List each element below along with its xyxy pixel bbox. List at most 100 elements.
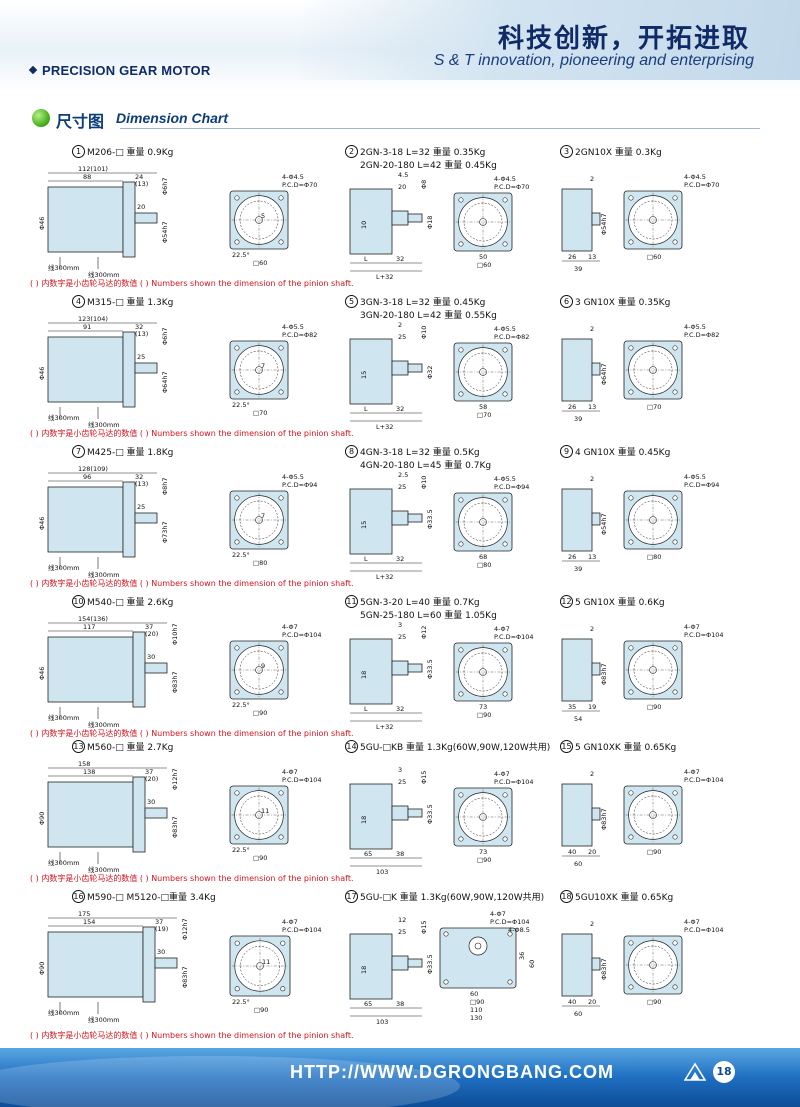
decelerator-body — [561, 933, 593, 997]
dimension-label: L — [364, 705, 368, 713]
panel-model-weight: 5GU-□K 重量 1.3Kg(60W,90W,120W共用) — [360, 893, 545, 903]
decelerator-hub — [591, 662, 601, 676]
mount-hole — [234, 790, 240, 796]
dimension-label: Φ12h7 — [181, 918, 189, 940]
dimension-label: 15 — [360, 371, 368, 379]
mount-hole — [278, 645, 284, 651]
dimension-label: 130 — [470, 1014, 482, 1022]
wire-label: 线300mm — [48, 563, 80, 572]
dimension-label: Φ83h7 — [600, 663, 608, 685]
dimension-label: (19) — [155, 925, 168, 933]
dimension-label: L+32 — [376, 723, 393, 731]
dimension-label: 65 — [364, 1000, 372, 1008]
wire-label: 线300mm — [88, 570, 120, 579]
dimension-label: 25 — [398, 633, 406, 641]
dimension-label: 10 — [360, 221, 368, 229]
dimension-label: 30 — [147, 798, 155, 806]
dimension-label: 37 — [145, 623, 153, 631]
panel-model-weight: M540-□ 重量 2.6Kg — [87, 598, 174, 608]
panel-number: 13 — [72, 740, 85, 753]
dimension-label: 3 — [398, 766, 402, 774]
dimension-label: 32 — [396, 405, 404, 413]
website-link[interactable]: HTTP://WWW.DGRONGBANG.COM — [290, 1062, 614, 1082]
pcd-spec: P.C.D=Φ104 — [282, 926, 322, 934]
decelerator-hub — [591, 957, 601, 971]
mount-hole — [278, 834, 284, 840]
dimension-label: 37 — [145, 768, 153, 776]
page-number: 18 — [713, 1061, 735, 1083]
gear-teeth-label: 5 — [261, 212, 265, 220]
dimension-label: 20 — [588, 848, 596, 856]
square-size: □90 — [647, 998, 661, 1006]
mount-hole — [672, 345, 678, 351]
dimension-label: 25 — [398, 928, 406, 936]
dimension-label: 60 — [470, 990, 478, 998]
dimension-label: Φ33.5 — [426, 659, 434, 679]
mount-hole — [234, 986, 240, 992]
dimension-label: 35 — [568, 703, 576, 711]
hole-spec: 4-Φ5.5 — [494, 475, 516, 483]
square-size: □80 — [647, 553, 661, 561]
pcd-spec: P.C.D=Φ104 — [490, 918, 530, 926]
gearbox-body — [349, 488, 393, 555]
mount-hole — [234, 495, 240, 501]
mount-hole — [234, 345, 240, 351]
pcd-spec: P.C.D=Φ104 — [684, 631, 724, 639]
panel-model-weight: M206-□ 重量 0.9Kg — [87, 148, 174, 158]
pcd-spec: P.C.D=Φ82 — [494, 333, 529, 341]
mount-hole — [234, 689, 240, 695]
hole-spec: 4-Φ7 — [282, 623, 298, 631]
panel-number: 15 — [560, 740, 573, 753]
angle-label: 22.5° — [232, 846, 250, 854]
dimension-label: 2 — [590, 770, 594, 778]
dimension-label: 30 — [147, 653, 155, 661]
dimension-label: Φ10 — [420, 326, 428, 339]
mount-hole — [278, 345, 284, 351]
motor-body — [47, 781, 134, 848]
hole-spec: 4-Φ7 — [282, 918, 298, 926]
gearbox-body — [349, 638, 393, 705]
mount-hole — [628, 645, 634, 651]
wire-label: 线300mm — [48, 713, 80, 722]
hole-spec: 4-Φ7 — [494, 625, 510, 633]
mount-hole — [502, 792, 508, 798]
dimension-label: Φ46 — [38, 367, 46, 380]
dimension-label: Φ54h7 — [600, 513, 608, 535]
dimension-label: Φ10 — [420, 476, 428, 489]
panel-number: 1 — [72, 145, 85, 158]
wire-label: 线300mm — [88, 865, 120, 874]
panel-model-weight-alt: 2GN-20-180 L=42 重量 0.45Kg — [360, 161, 497, 171]
dimension-label: 112(101) — [78, 165, 108, 173]
dimension-label: 18 — [360, 816, 368, 824]
dimension-label: 110 — [470, 1006, 482, 1014]
output-shaft — [407, 213, 423, 223]
dimension-label: (13) — [135, 330, 148, 338]
motor-flange — [142, 926, 156, 1003]
dimension-label: 19 — [588, 703, 596, 711]
dimension-label: 40 — [568, 848, 576, 856]
mount-hole — [234, 539, 240, 545]
dimension-label: 4.5 — [398, 171, 408, 179]
panel-model-weight: 5GN-3-20 L=40 重量 0.7Kg — [360, 598, 480, 608]
panel-model-weight: 5 GN10X 重量 0.6Kg — [575, 598, 665, 608]
gear-teeth-label: 11 — [261, 807, 269, 815]
pinion-note: ( ) 内数字是小齿轮马达的数值 ( ) Numbers shown the d… — [30, 1031, 354, 1040]
dimension-label: 32 — [135, 473, 143, 481]
mount-hole — [628, 689, 634, 695]
footer-decoration — [0, 1056, 460, 1107]
motor-shaft — [134, 212, 158, 224]
panel-number: 16 — [72, 890, 85, 903]
panel-number: 12 — [560, 595, 573, 608]
mount-hole — [502, 836, 508, 842]
dimension-label: 40 — [568, 998, 576, 1006]
dimension-label: 32 — [396, 705, 404, 713]
dimension-label: 18 — [360, 966, 368, 974]
dimension-label: Φ46 — [38, 517, 46, 530]
dimension-label: 25 — [398, 483, 406, 491]
mount-hole — [672, 984, 678, 990]
